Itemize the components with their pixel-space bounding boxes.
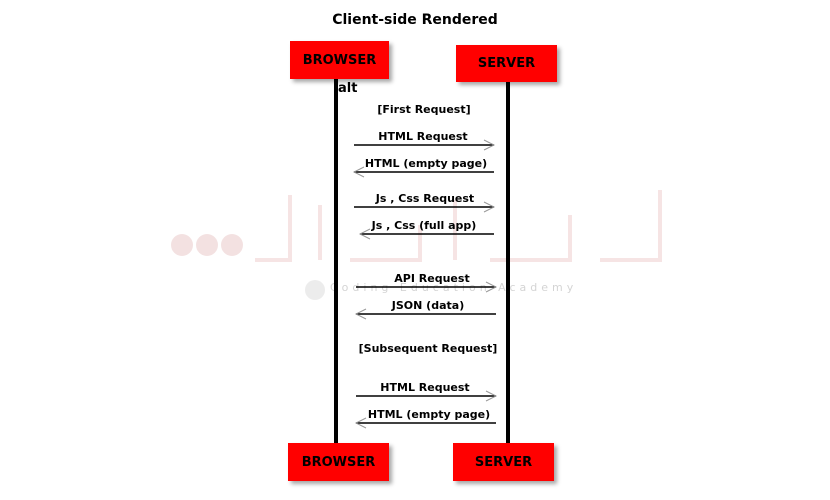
message-label: Js , Css Request bbox=[375, 192, 475, 205]
message-label: HTML (empty page) bbox=[367, 408, 491, 421]
message-label: Js , Css (full app) bbox=[371, 219, 477, 232]
message-label: API Request bbox=[394, 272, 470, 285]
arrow-to-server bbox=[354, 201, 496, 213]
browser-actor-top: BROWSER bbox=[290, 41, 389, 79]
message-label: JSON (data) bbox=[391, 299, 465, 312]
alt-fragment-label: alt bbox=[338, 81, 358, 96]
arrow-to-browser bbox=[354, 308, 496, 320]
guard-first-request: [First Request] bbox=[377, 103, 471, 116]
message-label: HTML Request bbox=[380, 381, 470, 394]
guard-subsequent-request: [Subsequent Request] bbox=[358, 342, 498, 355]
arrow-to-browser bbox=[352, 166, 494, 178]
diagram-title: Client-side Rendered bbox=[332, 12, 498, 28]
arrow-to-server bbox=[356, 390, 498, 402]
arrow-to-browser bbox=[358, 228, 494, 240]
browser-lifeline bbox=[334, 78, 338, 443]
arrow-to-server bbox=[356, 281, 498, 293]
message-label: HTML (empty page) bbox=[364, 157, 488, 170]
arrow-to-browser bbox=[354, 417, 496, 429]
server-lifeline bbox=[506, 82, 510, 443]
arrow-to-server bbox=[354, 139, 496, 151]
server-actor-bottom: SERVER bbox=[453, 443, 554, 481]
server-actor-top: SERVER bbox=[456, 45, 557, 82]
message-label: HTML Request bbox=[378, 130, 468, 143]
browser-actor-bottom: BROWSER bbox=[288, 443, 389, 481]
